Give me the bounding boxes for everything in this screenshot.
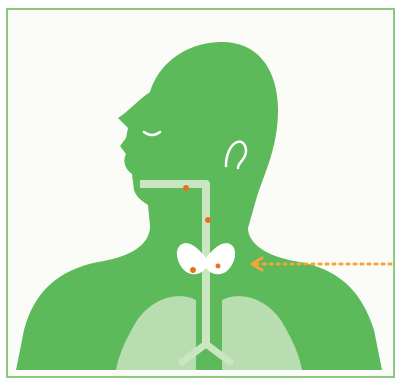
marker-dot [183,185,189,191]
marker-dot [216,264,221,269]
marker-dot [190,267,196,273]
head-silhouette [16,42,382,370]
marker-dot [205,217,211,223]
